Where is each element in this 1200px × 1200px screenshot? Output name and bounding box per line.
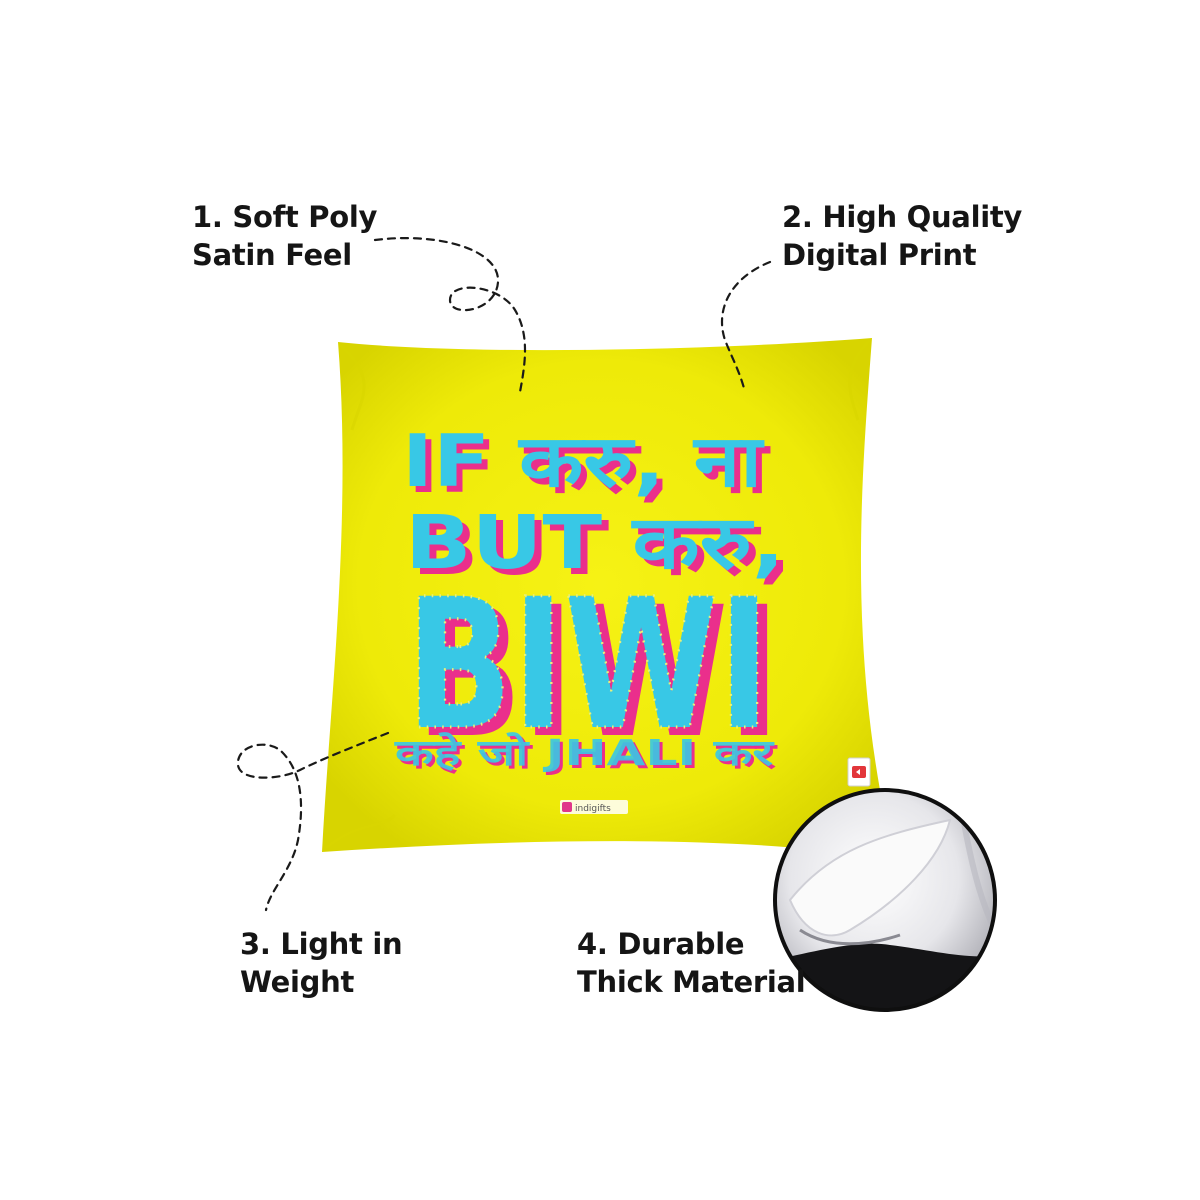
print-line-1: IF करु, ना [408,425,771,509]
print-line-2: BUT करु, [412,506,792,592]
feature-3-line-1: 3. Light in [240,927,403,961]
feature-4-line-2: Thick Material [577,965,806,999]
print-line-4: कहे जो JHALI कर [397,735,778,777]
print-line-2-face: BUT करु, [405,500,785,586]
feature-2-line-2: Digital Print [782,238,977,272]
feature-label-2: 2. High Quality Digital Print [782,198,1022,274]
print-line-3-dots: BIWI [406,561,770,770]
feature-label-1: 1. Soft Poly Satin Feel [192,198,377,274]
pillow-corner-closeup [773,788,997,1012]
feature-2-line-1: 2. High Quality [782,200,1023,234]
feature-4-line-1: 4. Durable [577,927,745,961]
feature-label-3: 3. Light in Weight [240,925,403,1001]
feature-3-line-2: Weight [240,965,355,999]
feature-label-4: 4. Durable Thick Material [577,925,806,1001]
feature-1-line-2: Satin Feel [192,238,352,272]
print-line-3: BIWI [416,569,780,778]
print-line-3-face: BIWI [406,561,770,770]
feature-1-line-1: 1. Soft Poly [192,200,378,234]
gift-tag-icon [847,757,871,787]
pillow-print: IF करु, ना IF करु, ना BUT करु, BUT करु, … [394,419,792,778]
print-line-4-face: कहे जो JHALI कर [394,732,775,774]
print-line-1-face: IF करु, ना [402,419,765,503]
dashed-connectors [236,237,772,912]
pillow-body [322,338,880,852]
brand-tag-label: indigifts [575,804,611,814]
brand-tag: indigifts [560,800,628,814]
